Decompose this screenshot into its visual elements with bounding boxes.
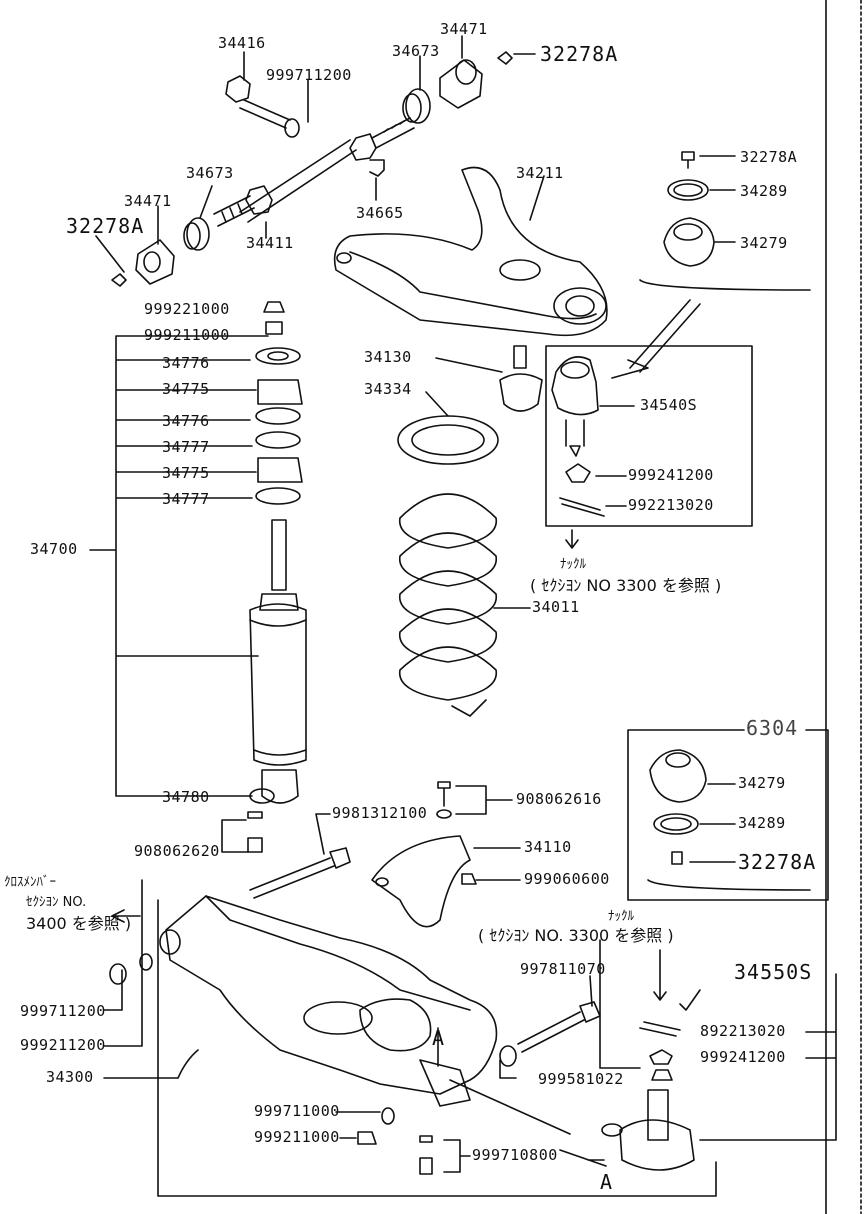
label-9981312100: 9981312100 — [332, 804, 428, 822]
label-34775-b: 34775 — [162, 464, 210, 482]
bushing-set-top — [611, 151, 811, 379]
label-34130: 34130 — [364, 348, 412, 366]
label-32278A-top: 32278A — [540, 42, 619, 66]
shaft-assembly — [95, 35, 536, 287]
label-999060600: 999060600 — [524, 870, 610, 888]
label-34416: 34416 — [218, 34, 266, 52]
label-34780: 34780 — [162, 788, 210, 806]
label-34775-a: 34775 — [162, 380, 210, 398]
label-997811070: 997811070 — [520, 960, 606, 978]
label-34471-left: 34471 — [124, 192, 172, 210]
knuckle-note-title-2: ﾅｯｸﾙ — [608, 909, 634, 924]
ball-joint-upper — [435, 345, 753, 549]
ball-joint-lower — [109, 939, 837, 1175]
label-34673-top: 34673 — [392, 42, 440, 60]
label-999241200-top: 999241200 — [628, 466, 714, 484]
label-34471-top: 34471 — [440, 20, 488, 38]
label-908062616: 908062616 — [516, 790, 602, 808]
shock-absorber — [89, 301, 307, 804]
label-6304: 6304 — [746, 716, 799, 740]
knuckle-note-ref-1: ( ｾｸｼﾖﾝ NO 3300 を参照 ) — [530, 576, 722, 595]
label-34700: 34700 — [30, 540, 78, 558]
label-34211: 34211 — [516, 164, 564, 182]
label-34011: 34011 — [532, 598, 580, 616]
label-999211200-bot: 999211200 — [20, 1036, 106, 1054]
label-999711000: 999711000 — [254, 1102, 340, 1120]
label-34776-a: 34776 — [162, 354, 210, 372]
label-34289-box: 34289 — [738, 814, 786, 832]
label-34777-a: 34777 — [162, 438, 210, 456]
label-34550S: 34550S — [734, 960, 813, 984]
label-999211000-bot: 999211000 — [254, 1128, 340, 1146]
label-999710800: 999710800 — [472, 1146, 558, 1164]
crossmember-note-ref-1: ｾｸｼﾖﾝ NO. — [26, 895, 87, 910]
label-34110: 34110 — [524, 838, 572, 856]
coil-spring — [397, 391, 531, 717]
crossmember-note-title: ｸﾛｽﾒﾝﾊﾞｰ — [4, 875, 56, 890]
label-34279-box: 34279 — [738, 774, 786, 792]
label-34289-top: 34289 — [740, 182, 788, 200]
upper-control-arm — [333, 166, 608, 337]
label-34673-left: 34673 — [186, 164, 234, 182]
knuckle-note-title-1: ﾅｯｸﾙ — [560, 557, 586, 572]
label-999211000: 999211000 — [144, 326, 230, 344]
label-34777-b: 34777 — [162, 490, 210, 508]
label-999241200-bot: 999241200 — [700, 1048, 786, 1066]
label-32278A-right: 32278A — [740, 148, 798, 166]
label-34665: 34665 — [356, 204, 404, 222]
label-999581022: 999581022 — [538, 1070, 624, 1088]
label-34411: 34411 — [246, 234, 294, 252]
label-32278A-left: 32278A — [66, 214, 145, 238]
marker-a-1: A — [432, 1026, 446, 1050]
crossmember-note-ref-2: 3400 を参照 ) — [26, 914, 132, 933]
label-892213020: 892213020 — [700, 1022, 786, 1040]
label-992213020-top: 992213020 — [628, 496, 714, 514]
knuckle-note-ref-2: ( ｾｸｼﾖﾝ NO. 3300 を参照 ) — [478, 926, 674, 945]
lower-control-arm — [103, 879, 717, 1197]
label-32278A-box: 32278A — [738, 850, 817, 874]
label-999711200-bot: 999711200 — [20, 1002, 106, 1020]
label-34540S: 34540S — [640, 396, 698, 414]
small-parts-mid — [221, 781, 521, 928]
label-908062620: 908062620 — [134, 842, 220, 860]
label-34300: 34300 — [46, 1068, 94, 1086]
label-999221000: 999221000 — [144, 300, 230, 318]
label-999711200-top: 999711200 — [266, 66, 352, 84]
bushing-box — [627, 729, 829, 901]
label-34334: 34334 — [364, 380, 412, 398]
label-34776-b: 34776 — [162, 412, 210, 430]
label-34279-top: 34279 — [740, 234, 788, 252]
marker-a-2: A — [600, 1170, 614, 1194]
